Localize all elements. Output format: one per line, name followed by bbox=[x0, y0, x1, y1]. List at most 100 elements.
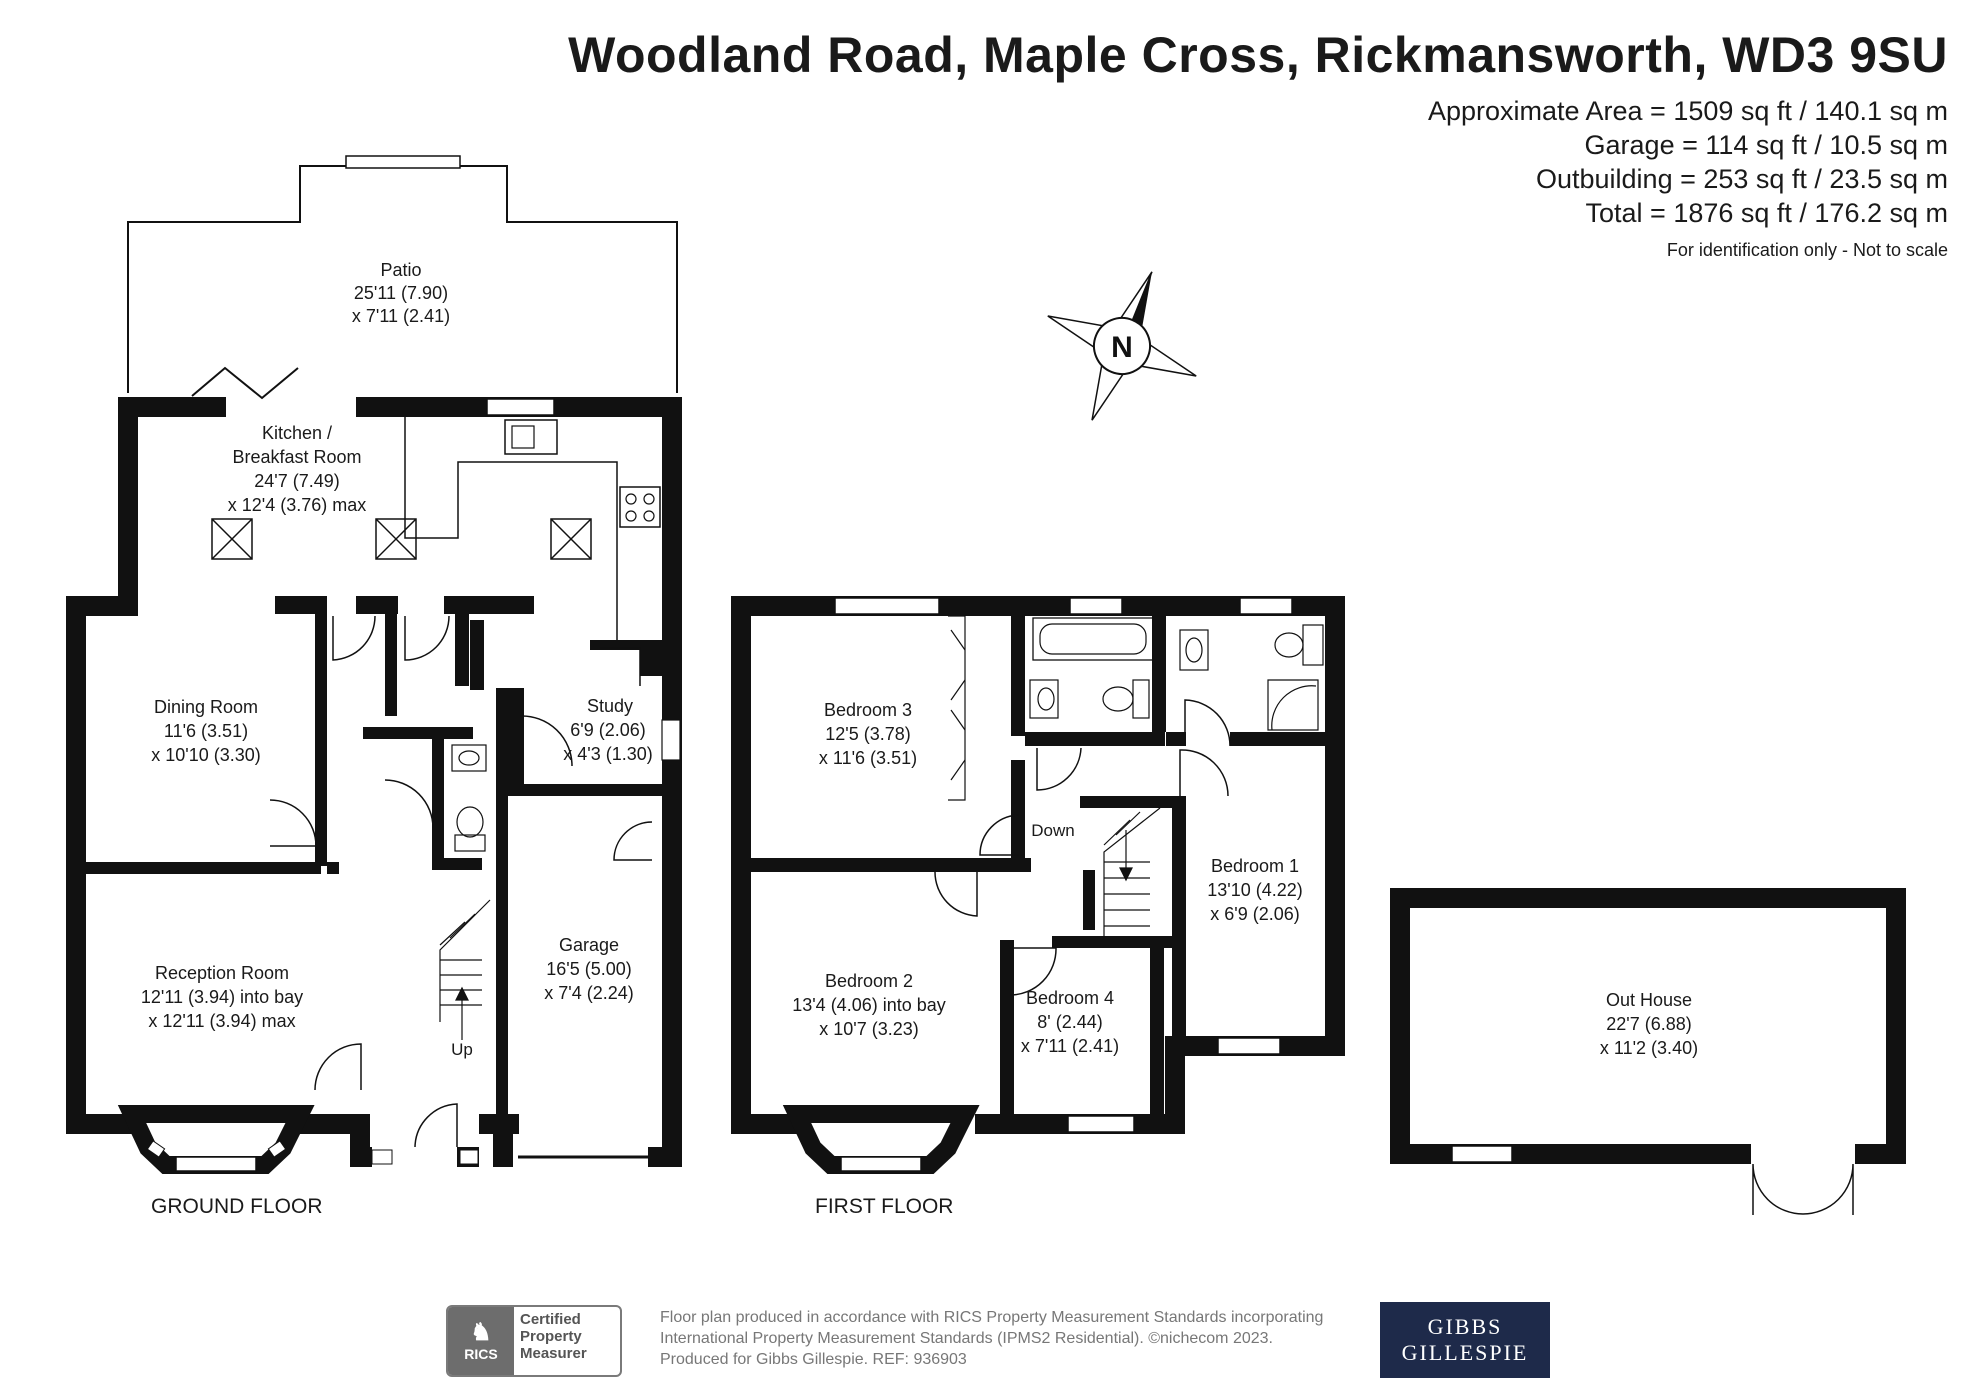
area-line: Garage = 114 sq ft / 10.5 sq m bbox=[1584, 130, 1948, 160]
ensuite-toilet bbox=[1302, 624, 1324, 666]
svg-text:16'5 (5.00): 16'5 (5.00) bbox=[546, 959, 632, 979]
first-floor-plan bbox=[731, 596, 1345, 1174]
toilet bbox=[454, 834, 486, 852]
room-name-garage: Garage bbox=[559, 935, 619, 955]
svg-text:Bedroom 4: Bedroom 4 bbox=[1026, 988, 1114, 1008]
room-name-dining: Dining Room bbox=[154, 697, 258, 717]
svg-text:Patio: Patio bbox=[380, 260, 421, 280]
svg-text:Study: Study bbox=[587, 696, 633, 716]
room-name-patio: Patio bbox=[380, 260, 421, 280]
first-door-swings bbox=[934, 699, 1231, 996]
hob bbox=[619, 486, 661, 528]
stairs-up-label: Up bbox=[451, 1040, 473, 1059]
kitchen-units bbox=[404, 417, 618, 640]
svg-text:22'7 (6.88): 22'7 (6.88) bbox=[1606, 1014, 1692, 1034]
footer-line: Produced for Gibbs Gillespie. REF: 93690… bbox=[660, 1351, 967, 1368]
footer-line: International Property Measurement Stand… bbox=[660, 1330, 1273, 1347]
scale-disclaimer: For identification only - Not to scale bbox=[1666, 240, 1948, 260]
area-line: Outbuilding = 253 sq ft / 23.5 sq m bbox=[1535, 164, 1948, 194]
outbuilding-plan bbox=[1390, 888, 1906, 1215]
svg-text:25'11 (7.90): 25'11 (7.90) bbox=[354, 283, 448, 303]
ground-floor-labels: Patio 25'11 (7.90) x 7'11 (2.41) Kitchen… bbox=[141, 260, 653, 1218]
svg-text:12'11 (3.94) into bay: 12'11 (3.94) into bay bbox=[141, 987, 303, 1007]
rics-logo: ♞ RICS bbox=[448, 1307, 514, 1375]
rics-certified-badge: ♞ RICS Certified Property Measurer bbox=[446, 1305, 622, 1377]
svg-text:Garage: Garage bbox=[559, 935, 619, 955]
svg-text:6'9 (2.06): 6'9 (2.06) bbox=[570, 720, 645, 740]
toilet bbox=[1132, 679, 1150, 719]
svg-text:24'7 (7.49): 24'7 (7.49) bbox=[254, 471, 340, 491]
svg-text:13'4 (4.06) into bay: 13'4 (4.06) into bay bbox=[792, 995, 946, 1015]
ground-floor-plan bbox=[66, 155, 682, 1174]
ground-outer-walls bbox=[66, 397, 682, 1167]
wardrobes bbox=[948, 615, 966, 801]
svg-text:x 12'4 (3.76) max: x 12'4 (3.76) max bbox=[228, 495, 367, 515]
first-floor-label: FIRST FLOOR bbox=[815, 1195, 953, 1218]
agent-logo-line: GIBBS bbox=[1427, 1314, 1503, 1339]
bath bbox=[1032, 617, 1154, 661]
ground-floor-label: GROUND FLOOR bbox=[151, 1195, 323, 1218]
bay-window bbox=[175, 1156, 257, 1172]
svg-text:Dining Room: Dining Room bbox=[154, 697, 258, 717]
svg-text:Kitchen /: Kitchen / bbox=[262, 423, 332, 443]
svg-text:Bedroom 3: Bedroom 3 bbox=[824, 700, 912, 720]
svg-text:x 10'7 (3.23): x 10'7 (3.23) bbox=[819, 1019, 919, 1039]
shower bbox=[1267, 679, 1319, 731]
lion-icon: ♞ bbox=[470, 1319, 492, 1346]
svg-text:x 6'9 (2.06): x 6'9 (2.06) bbox=[1210, 904, 1299, 924]
ensuite-basin bbox=[1179, 629, 1209, 671]
svg-text:x 4'3 (1.30): x 4'3 (1.30) bbox=[563, 744, 652, 764]
svg-text:x 7'11 (2.41): x 7'11 (2.41) bbox=[352, 306, 450, 326]
svg-text:8' (2.44): 8' (2.44) bbox=[1037, 1012, 1102, 1032]
room-name-study: Study bbox=[587, 696, 633, 716]
svg-text:x 10'10 (3.30): x 10'10 (3.30) bbox=[151, 745, 261, 765]
svg-text:x 11'6 (3.51): x 11'6 (3.51) bbox=[819, 748, 917, 768]
kitchen-window bbox=[486, 398, 555, 416]
room-name-outhouse: Out House bbox=[1606, 990, 1692, 1010]
ground-stairs bbox=[439, 899, 491, 1040]
svg-text:13'10 (4.22): 13'10 (4.22) bbox=[1207, 880, 1303, 900]
rics-logo-text: RICS bbox=[464, 1346, 498, 1362]
rics-badge-line: Certified bbox=[520, 1311, 581, 1328]
ground-internal-walls bbox=[86, 596, 662, 1134]
room-name-bedroom1: Bedroom 1 bbox=[1211, 856, 1299, 876]
svg-text:x 12'11 (3.94) max: x 12'11 (3.94) max bbox=[148, 1011, 295, 1031]
svg-text:11'6 (3.51): 11'6 (3.51) bbox=[164, 721, 248, 741]
rics-badge-line: Measurer bbox=[520, 1345, 587, 1362]
room-name-bedroom2: Bedroom 2 bbox=[825, 971, 913, 991]
agent-logo-line: GILLESPIE bbox=[1401, 1340, 1529, 1365]
rics-badge-line: Property bbox=[520, 1328, 582, 1345]
svg-text:x 11'2 (3.40): x 11'2 (3.40) bbox=[1600, 1038, 1698, 1058]
room-name-reception: Reception Room bbox=[155, 963, 289, 983]
basin bbox=[1029, 679, 1059, 719]
svg-text:Bedroom 2: Bedroom 2 bbox=[825, 971, 913, 991]
bedroom2-bay bbox=[782, 1105, 980, 1174]
sink bbox=[504, 419, 558, 455]
svg-text:12'5 (3.78): 12'5 (3.78) bbox=[825, 724, 911, 744]
area-line: Total = 1876 sq ft / 176.2 sq m bbox=[1585, 198, 1948, 228]
svg-text:x 7'4 (2.24): x 7'4 (2.24) bbox=[544, 983, 633, 1003]
measurement-statement: Floor plan produced in accordance with R… bbox=[660, 1307, 1323, 1370]
area-summary: Approximate Area = 1509 sq ft / 140.1 sq… bbox=[1428, 94, 1948, 230]
skylights bbox=[211, 518, 592, 560]
room-name-bedroom4: Bedroom 4 bbox=[1026, 988, 1114, 1008]
compass-north-label: N bbox=[1111, 331, 1133, 364]
room-name-bedroom3: Bedroom 3 bbox=[824, 700, 912, 720]
area-line: Approximate Area = 1509 sq ft / 140.1 sq… bbox=[1427, 96, 1948, 126]
svg-text:x 7'11 (2.41): x 7'11 (2.41) bbox=[1021, 1036, 1119, 1056]
svg-text:Bedroom 1: Bedroom 1 bbox=[1211, 856, 1299, 876]
door-swings bbox=[269, 615, 653, 1148]
property-address-title: Woodland Road, Maple Cross, Rickmanswort… bbox=[568, 27, 1948, 83]
first-floor-labels: Bedroom 3 12'5 (3.78) x 11'6 (3.51) Bedr… bbox=[792, 700, 1303, 1218]
basin bbox=[451, 744, 487, 772]
first-stairs bbox=[1103, 807, 1161, 940]
svg-text:Breakfast Room: Breakfast Room bbox=[232, 447, 361, 467]
compass-icon: N bbox=[1047, 271, 1197, 421]
bifold-door bbox=[191, 366, 299, 400]
svg-text:Reception Room: Reception Room bbox=[155, 963, 289, 983]
stairs-down-label: Down bbox=[1031, 821, 1074, 840]
first-internal-walls bbox=[751, 616, 1325, 1116]
agent-logo: GIBBS GILLESPIE bbox=[1380, 1302, 1550, 1378]
outbuilding-labels: Out House 22'7 (6.88) x 11'2 (3.40) bbox=[1600, 990, 1698, 1058]
